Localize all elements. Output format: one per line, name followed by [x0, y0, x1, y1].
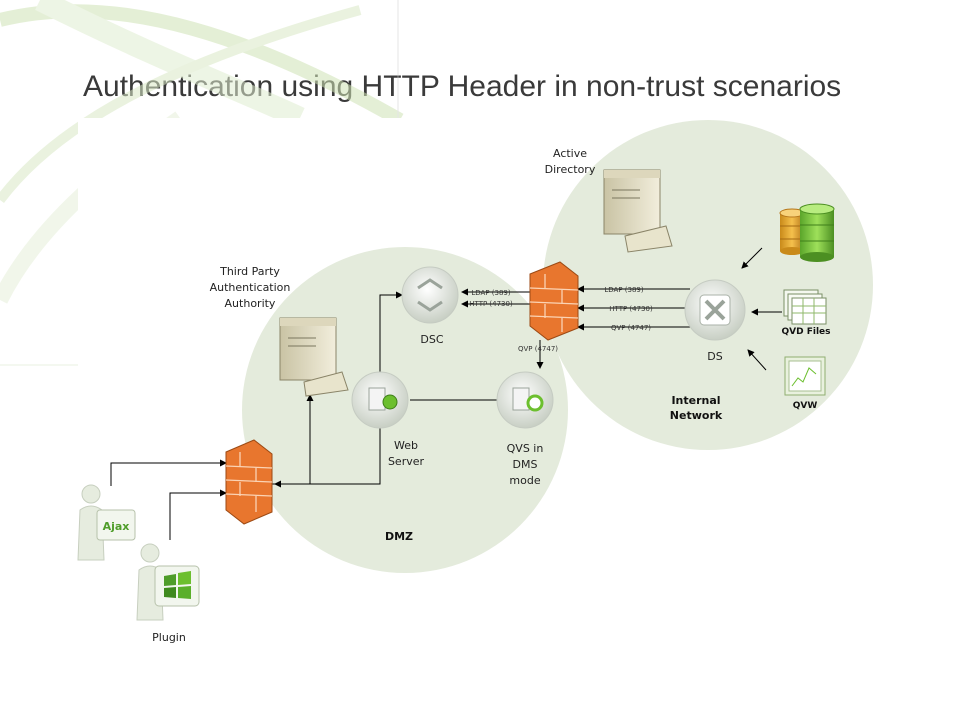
link-qvp-right: QVP (4747) — [611, 324, 651, 332]
qvd-files-icon — [783, 289, 827, 325]
ds-label: DS — [707, 350, 722, 363]
dsc-label: DSC — [420, 333, 443, 346]
firewall-internal-icon — [529, 261, 579, 341]
third-party-server-icon — [279, 317, 349, 397]
ds-node-icon — [684, 279, 746, 341]
internal-network-label-2: Network — [670, 409, 723, 422]
link-ldap-left: LDAP (389) — [471, 289, 510, 297]
ajax-label: Ajax — [103, 520, 130, 533]
qvs-label-3: mode — [509, 474, 540, 487]
dsc-node-icon — [401, 266, 459, 324]
qvw-label: QVW — [793, 401, 818, 411]
third-party-label-1: Third Party — [219, 265, 280, 278]
qvs-label-1: QVS in — [507, 442, 544, 455]
plugin-user-icon — [136, 543, 200, 621]
web-server-node-icon — [351, 371, 409, 429]
active-directory-server-icon — [603, 169, 673, 253]
qvd-files-label: QVD Files — [782, 327, 831, 337]
qvw-icon — [784, 356, 826, 396]
plugin-label: Plugin — [152, 631, 186, 644]
link-http-right: HTTP (4730) — [609, 305, 653, 313]
link-qvp-down: QVP (4747) — [518, 345, 558, 353]
third-party-label-2: Authentication — [210, 281, 291, 294]
windows-logo-icon — [164, 571, 191, 599]
connections — [110, 247, 782, 540]
web-server-label-2: Server — [388, 455, 425, 468]
internal-network-label-1: Internal — [671, 394, 720, 407]
qvs-node-icon — [496, 371, 554, 429]
qvs-label-2: DMS — [513, 458, 538, 471]
dmz-label: DMZ — [385, 530, 413, 543]
firewall-dmz-icon — [225, 439, 273, 525]
link-ldap-right: LDAP (389) — [604, 286, 643, 294]
link-http-left: HTTP (4730) — [469, 300, 513, 308]
active-directory-label-2: Directory — [545, 163, 596, 176]
database-icon — [779, 203, 835, 262]
web-server-label-1: Web — [394, 439, 418, 452]
ajax-user-icon: Ajax — [77, 484, 136, 561]
active-directory-label-1: Active — [553, 147, 587, 160]
third-party-label-3: Authority — [225, 297, 276, 310]
